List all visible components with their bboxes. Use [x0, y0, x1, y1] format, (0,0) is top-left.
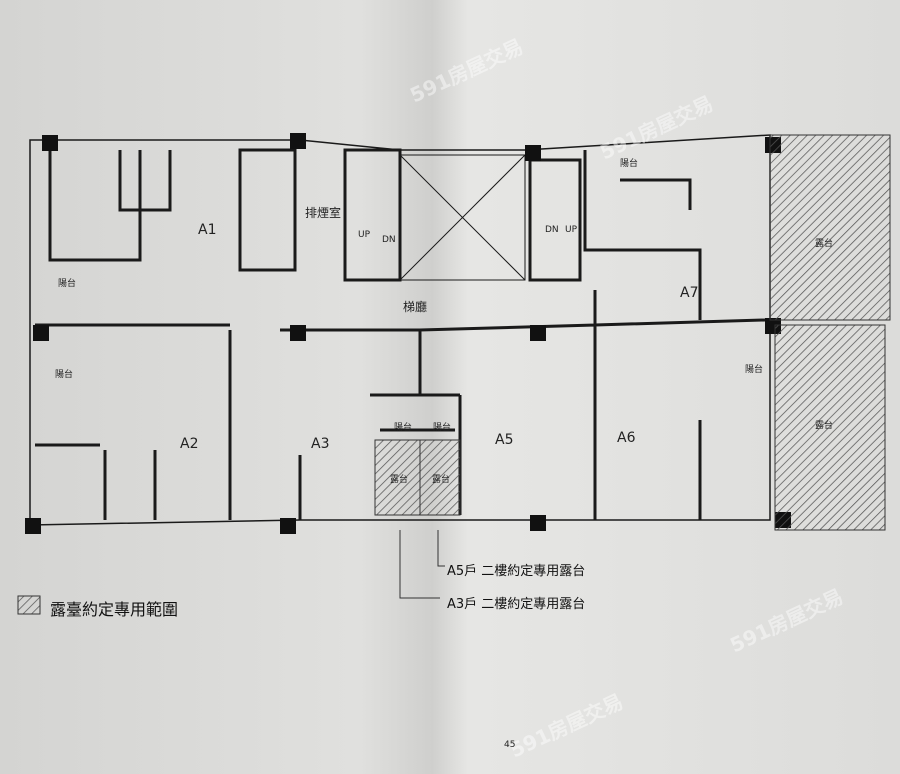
stair-down-label: DN: [545, 225, 559, 235]
smoke-room-label: 排煙室: [305, 206, 342, 220]
legend-label: 露臺約定專用範圍: [50, 600, 179, 619]
unit-a5: A5: [495, 432, 514, 448]
terrace-label: 露台: [390, 475, 409, 485]
balcony-label: 陽台: [433, 423, 452, 433]
page-number: 45: [504, 740, 516, 750]
a5-terrace-note: A5戶 二樓約定專用露台: [447, 564, 586, 579]
stair-up-label: UP: [565, 225, 578, 235]
stair-down-label: DN: [382, 235, 396, 245]
unit-a1: A1: [198, 222, 217, 238]
terrace-label: 露台: [815, 239, 834, 249]
stair-up-label: UP: [358, 230, 371, 240]
a3-terrace-note: A3戶 二樓約定專用露台: [447, 597, 586, 612]
balcony-label: 陽台: [745, 365, 764, 375]
unit-a2: A2: [180, 436, 199, 452]
balcony-label: 陽台: [55, 370, 74, 380]
unit-a3: A3: [311, 436, 330, 452]
balcony-label: 陽台: [58, 279, 77, 289]
unit-a6: A6: [617, 430, 636, 446]
terrace-label: 露台: [815, 421, 834, 431]
balcony-label: 陽台: [394, 423, 413, 433]
terrace-label: 露台: [432, 475, 451, 485]
lobby-label: 梯廳: [403, 300, 428, 314]
unit-a7: A7: [680, 285, 699, 301]
balcony-label: 陽台: [620, 159, 639, 169]
